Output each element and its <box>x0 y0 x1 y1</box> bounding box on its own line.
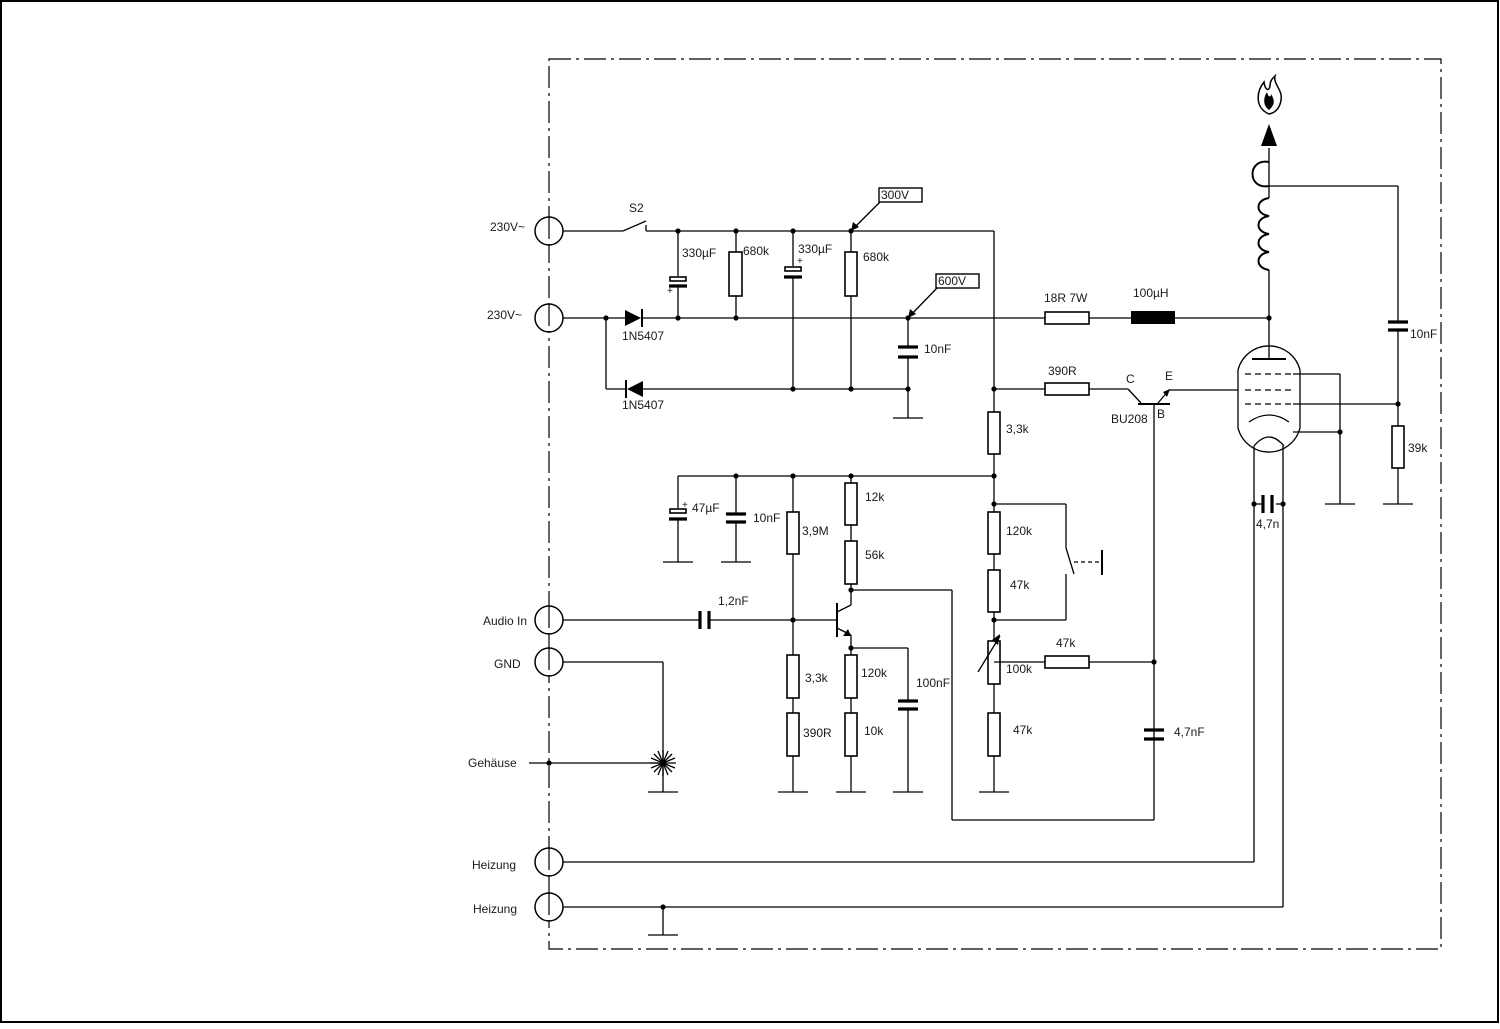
label-c-10n-top: 10nF <box>1410 327 1437 341</box>
capacitor-c1-330uf <box>669 276 687 288</box>
flag-300v <box>850 187 923 232</box>
resistor-680k-2 <box>844 251 858 297</box>
label-d2: 1N5407 <box>622 398 664 412</box>
switch-s2 <box>622 220 647 232</box>
tube-and-coil <box>1237 124 1399 907</box>
star-point-icon <box>650 750 676 776</box>
label-plus-c2: + <box>797 256 803 267</box>
label-c-1n2: 1,2nF <box>718 594 749 608</box>
label-c-10n-supply: 10nF <box>753 511 780 525</box>
preamp <box>563 475 994 820</box>
label-pin-c: C <box>1126 372 1135 386</box>
label-plus-c1: + <box>667 286 673 297</box>
inductor-100uh <box>1131 311 1175 324</box>
label-c-4n7-heater: 4,7n <box>1256 517 1279 531</box>
label-r-3k3-bias: 3,3k <box>805 671 829 685</box>
capacitor-10nf-hv <box>898 345 918 359</box>
label-r-3k3-top: 3,3k <box>1006 422 1030 436</box>
label-heater-2: Heizung <box>473 902 517 916</box>
label-audio-in: Audio In <box>483 614 527 628</box>
label-l-100u: 100µH <box>1133 286 1169 300</box>
label-r-680k-2: 680k <box>863 250 890 264</box>
label-c-100n: 100nF <box>916 676 950 690</box>
label-heater-1: Heizung <box>472 858 516 872</box>
label-r-47k-pot: 47k <box>1013 723 1033 737</box>
label-bu208: BU208 <box>1111 412 1148 426</box>
label-pin-b: B <box>1157 407 1165 421</box>
junction-dots <box>546 228 1401 910</box>
label-r-3m9: 3,9M <box>802 524 829 538</box>
label-300v: 300V <box>881 188 909 202</box>
label-r-47k-div: 47k <box>1010 578 1030 592</box>
label-600v: 600V <box>938 274 966 288</box>
mains-wiring <box>563 230 1269 419</box>
label-c-330u-1: 330µF <box>682 246 716 260</box>
label-r-47k-h: 47k <box>1056 636 1076 650</box>
label-c-330u-2: 330µF <box>798 242 832 256</box>
diode-d2 <box>625 380 643 398</box>
label-mains-2: 230V~ <box>487 308 522 322</box>
label-pin-e: E <box>1165 369 1173 383</box>
label-pot-100k: 100k <box>1006 662 1033 676</box>
label-housing: Gehäuse <box>468 756 517 770</box>
label-r-56k: 56k <box>865 548 885 562</box>
label-d1: 1N5407 <box>622 329 664 343</box>
label-r-120k-emit: 120k <box>861 666 888 680</box>
label-r-680k-1: 680k <box>743 244 770 258</box>
label-c-47u: 47µF <box>692 501 720 515</box>
heater-wiring <box>563 861 1283 936</box>
label-r-18r: 18R 7W <box>1044 291 1088 305</box>
connector-jacks <box>534 216 564 922</box>
label-r-120k-div: 120k <box>1006 524 1033 538</box>
flame-icon <box>1257 73 1282 115</box>
label-plus-c47: + <box>682 500 688 511</box>
label-r-390r-bias: 390R <box>803 726 832 740</box>
capacitor-c2-330uf <box>784 266 802 279</box>
ground-wiring <box>529 661 678 793</box>
label-c-10n-hv: 10nF <box>924 342 951 356</box>
capacitor-4n7-base <box>1144 728 1164 741</box>
label-c-4n7-base: 4,7nF <box>1174 725 1205 739</box>
label-r-12k: 12k <box>865 490 885 504</box>
resistor-39k <box>1383 425 1413 505</box>
label-gnd: GND <box>494 657 521 671</box>
capacitor-10nf-top <box>1388 320 1408 426</box>
flag-600v <box>907 273 980 319</box>
divider-chain <box>977 411 1154 793</box>
label-s2: S2 <box>629 201 644 215</box>
label-r-39k: 39k <box>1408 441 1428 455</box>
resistor-18r <box>1044 311 1090 325</box>
enclosure-boundary <box>548 58 1442 950</box>
label-mains-1: 230V~ <box>490 220 525 234</box>
label-r-390r-b: 390R <box>1048 364 1077 378</box>
transistor-bu208 <box>994 382 1238 820</box>
resistor-680k-1 <box>728 251 743 297</box>
label-r-10k: 10k <box>864 724 884 738</box>
diode-d1 <box>625 309 643 327</box>
